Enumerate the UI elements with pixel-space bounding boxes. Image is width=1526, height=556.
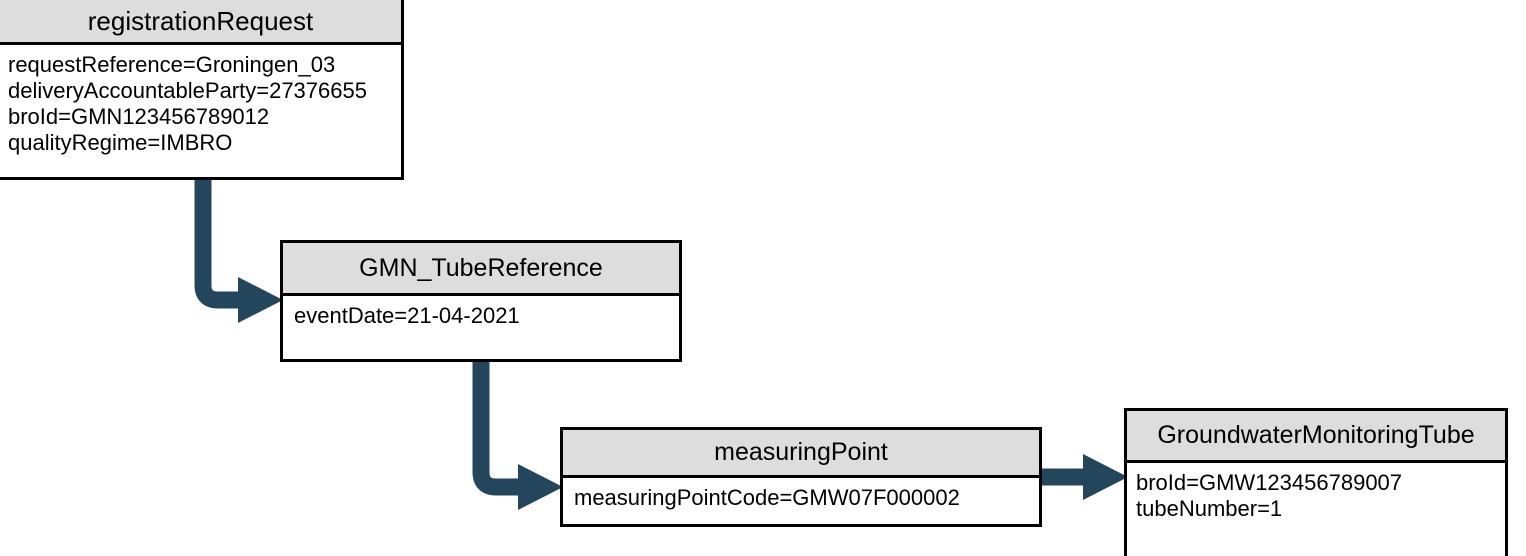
connector-gmn-tubereference-to-measuringpoint — [472, 360, 563, 510]
connector-measuringpoint-to-groundwatermonitoringtube — [1040, 454, 1128, 500]
uml-attribute: tubeNumber=1 — [1136, 496, 1283, 521]
uml-box-title-registration-request: registrationRequest — [0, 0, 401, 45]
uml-attribute: qualityRegime=IMBRO — [8, 130, 233, 155]
connector-registrationrequest-to-gmn-tubereference — [194, 178, 283, 323]
uml-attribute: deliveryAccountableParty=27376655 — [8, 78, 367, 103]
uml-attribute: measuringPointCode=GMW07F000002 — [574, 485, 960, 510]
uml-box-groundwater-monitoring-tube[interactable]: GroundwaterMonitoringTube broId=GMW12345… — [1124, 408, 1508, 556]
uml-box-measuring-point[interactable]: measuringPoint measuringPointCode=GMW07F… — [560, 427, 1042, 527]
uml-box-title-measuring-point: measuringPoint — [563, 430, 1039, 478]
uml-box-body-measuring-point: measuringPointCode=GMW07F000002 — [563, 478, 1039, 524]
uml-box-body-gmn-tube-reference: eventDate=21-04-2021 — [283, 296, 679, 359]
uml-box-title-groundwater-monitoring-tube: GroundwaterMonitoringTube — [1127, 411, 1505, 463]
uml-box-gmn-tube-reference[interactable]: GMN_TubeReference eventDate=21-04-2021 — [280, 240, 682, 362]
uml-box-title-gmn-tube-reference: GMN_TubeReference — [283, 243, 679, 296]
uml-box-body-groundwater-monitoring-tube: broId=GMW123456789007 tubeNumber=1 — [1127, 463, 1505, 556]
uml-attribute: broId=GMW123456789007 — [1136, 470, 1403, 495]
uml-attribute: eventDate=21-04-2021 — [294, 303, 520, 328]
uml-attribute: broId=GMN123456789012 — [8, 104, 270, 129]
uml-attribute: requestReference=Groningen_03 — [8, 52, 336, 77]
uml-box-registration-request[interactable]: registrationRequest requestReference=Gro… — [0, 0, 404, 180]
uml-box-body-registration-request: requestReference=Groningen_03 deliveryAc… — [0, 45, 401, 177]
